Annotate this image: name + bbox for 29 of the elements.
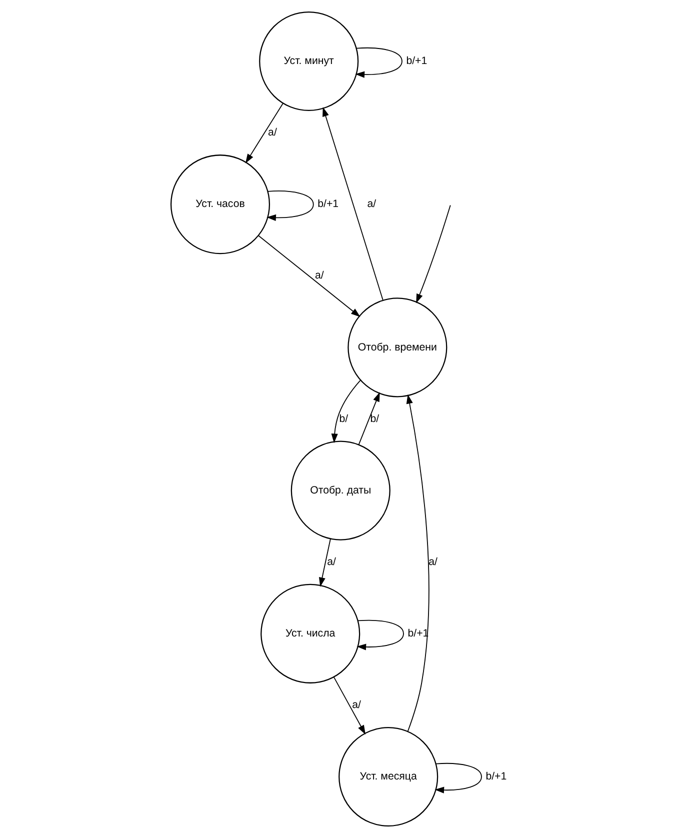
edge-label: b/+1 [318,198,339,210]
arrow [258,235,360,318]
edge-label: a/ [428,556,438,568]
edge-label: b/+1 [486,770,507,783]
node-circle: Отобр. даты [290,440,390,540]
arrow [358,392,380,445]
arrow [245,102,284,164]
node-circle: Уст. минут [259,11,359,112]
node-circle: Уст. числа [260,584,360,684]
arrow [266,190,314,221]
arrow [416,204,451,304]
node-circle: Уст. месяца [338,726,438,827]
edge-label: a/ [315,270,324,282]
edge-label: b/ [370,412,380,425]
arrow [333,676,366,735]
arrow [356,620,404,650]
arrow [434,762,482,794]
node-circle: Отобр. времени [348,298,448,398]
edge-label: a/ [268,126,277,139]
arrow [331,380,361,444]
edge-label: b/+1 [406,55,428,68]
edge-label: a/ [367,198,376,210]
arrow [318,538,331,587]
edge-label: a/ [352,699,361,712]
arrow [406,394,430,732]
edge-label: a/ [327,556,336,568]
arrow [355,47,402,78]
edge-label: b/ [339,412,348,425]
arrow [322,107,384,301]
